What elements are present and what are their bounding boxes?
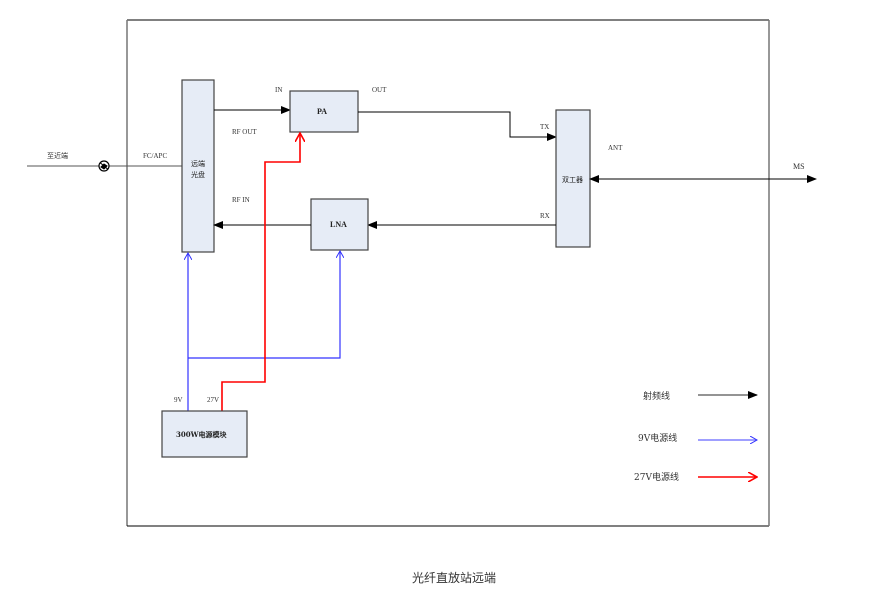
label-pa-out: OUT [372, 86, 387, 94]
remote-optical-label-2: 光盘 [191, 170, 205, 179]
power-27v-pa-line [221, 133, 300, 411]
label-ms: MS [793, 162, 805, 171]
remote-optical-label-1: 远端 [191, 159, 205, 168]
power-9v-lna-line [188, 251, 340, 359]
pa-block[interactable]: PA [289, 90, 359, 133]
legend-label-9v: 9V电源线 [638, 432, 677, 444]
outer-frame [126, 19, 770, 527]
fiber-connector-icon [98, 160, 110, 172]
remote-optical-block[interactable]: 远端 光盘 [181, 79, 215, 253]
label-9v: 9V [174, 396, 183, 404]
duplexer-block[interactable]: 双工器 [555, 109, 591, 248]
label-ant: ANT [608, 144, 623, 152]
lna-label: LNA [330, 220, 347, 229]
legend-label-rf: 射频线 [643, 390, 670, 402]
label-pa-in: IN [275, 86, 282, 94]
legend-label-27v: 27V电源线 [634, 471, 679, 483]
power-module-block[interactable]: 300W电源模块 [161, 410, 248, 458]
legend: 射频线 9V电源线 27V电源线 [634, 390, 758, 483]
pa-to-tx-line [358, 111, 557, 141]
duplexer-label: 双工器 [562, 176, 583, 184]
power-module-label: 300W电源模块 [176, 430, 227, 439]
label-rf-out: RF OUT [232, 128, 257, 136]
diagram-caption: 光纤直放站远端 [412, 570, 496, 585]
label-fc-apc: FC/APC [143, 152, 167, 160]
pa-label: PA [317, 107, 327, 116]
label-rf-in: RF IN [232, 196, 250, 204]
lna-block[interactable]: LNA [310, 198, 369, 251]
label-rx: RX [540, 212, 550, 220]
label-27v: 27V [207, 396, 219, 404]
label-tx: TX [540, 123, 549, 131]
label-to-near-end: 至近端 [47, 151, 68, 160]
